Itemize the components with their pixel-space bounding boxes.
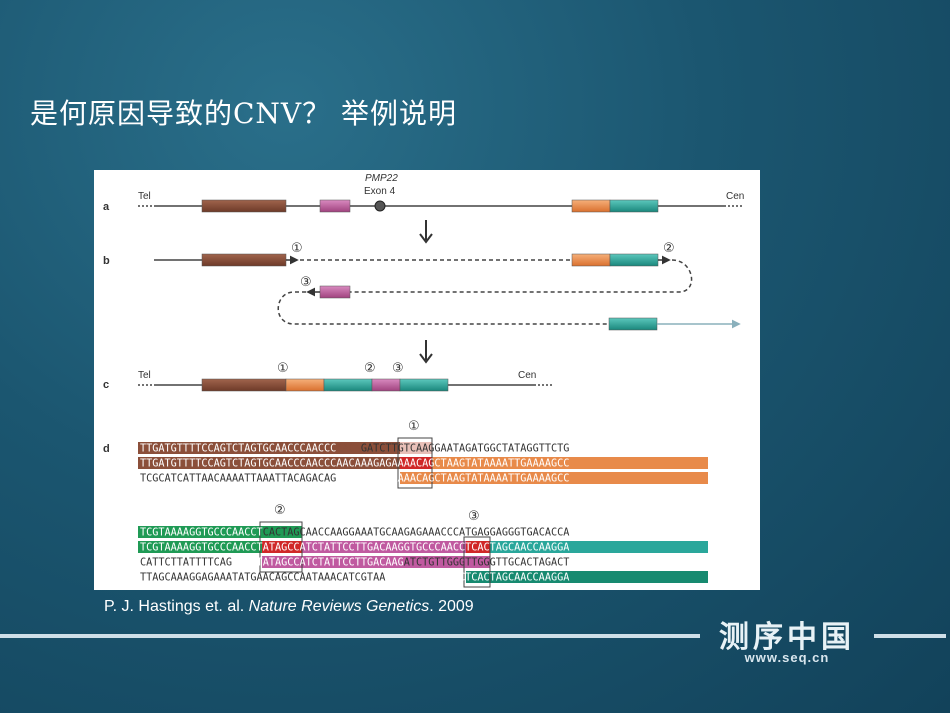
seq-4e: AGAAACCCATGAGGAGGGTGACACCA: [410, 528, 569, 539]
pink-segment-b: [319, 285, 351, 299]
seq-6a: CATTCTTATTTTCAG: [140, 558, 232, 569]
pink-segment-a: [319, 199, 351, 213]
seq-2b: AACA: [336, 459, 361, 470]
orange-segment-c: [285, 378, 325, 392]
seq-5e: GTGCCCAACCTCACTAGCAACCAAGGA: [404, 543, 570, 554]
circled-3-b: ③: [300, 275, 312, 290]
figure: a Tel Cen PMP22 Exon 4 b ① ② ③ c Tel Cen: [94, 170, 760, 590]
cen-label-a: Cen: [726, 191, 744, 202]
slide-title: 是何原因导致的CNV？ 举例说明: [30, 97, 458, 130]
seq-4b: AACCT: [232, 528, 263, 539]
brown-segment-c: [201, 378, 287, 392]
seq-4d: AAG: [392, 528, 410, 539]
seq-3c: AAGAGAAAACAGCTAAGTATAAAATTGAAAAGCC: [361, 474, 570, 485]
seq-7e: GTGCCCAACCTCACTAGCAACCAAGGA: [404, 573, 570, 584]
orange-segment-a: [571, 199, 611, 213]
tel-label-a: Tel: [138, 191, 151, 202]
seq-5b: AACCT: [232, 543, 263, 554]
teal-segment-a: [609, 199, 659, 213]
seq-4a: TCGTAAAAGGTGCCC: [140, 528, 232, 539]
exon-label: Exon 4: [364, 186, 396, 197]
seq-5d: AAG: [385, 543, 403, 554]
seq-4c: CACTAGCAACCAAGGAAATGC: [263, 528, 392, 539]
circled-2-c: ②: [364, 361, 376, 376]
seq-3a: TCGCATCATTAACAAAATTAAATTACAGACAG: [140, 474, 336, 485]
caption-authors: P. J. Hastings et. al.: [104, 598, 249, 615]
seq-5a: TCGTAAAAGGTGCCC: [140, 543, 232, 554]
tel-label-c: Tel: [138, 370, 151, 381]
circled-1-b: ①: [291, 241, 303, 256]
seq-6c: ATAGCCATCTATTCCTTGAC: [263, 558, 386, 569]
footer-line-right: [874, 634, 946, 638]
svg-text:TCGTAAAAGGTGCCCAACCTATAGCCATCT: TCGTAAAAGGTGCCCAACCTATAGCCATCTATTCCTTGAC…: [140, 543, 569, 554]
seq-1a: TTGATGTTTTCCAGTCTAGTGCAACCCAACCC: [140, 444, 336, 455]
panel-label-c: c: [103, 379, 109, 391]
cen-label-c: Cen: [518, 370, 536, 381]
teal-segment-c1: [323, 378, 373, 392]
teal-segment-c2: [399, 378, 449, 392]
circled-1-d: ①: [408, 419, 420, 434]
orange-segment-b: [571, 253, 611, 267]
pink-segment-c: [371, 378, 401, 392]
exon-marker: [374, 200, 386, 212]
caption-journal: Nature Reviews Genetics: [248, 598, 430, 615]
teal-segment-b2: [608, 317, 658, 331]
svg-text:TCGCATCATTAACAAAATTAAATTACAGAC: TCGCATCATTAACAAAATTAAATTACAGACAGAACAAAGA…: [140, 474, 569, 485]
teal-segment-b: [609, 253, 659, 267]
brown-segment-b: [201, 253, 287, 267]
seq-6b: AACCT: [232, 558, 263, 569]
svg-text:TTGATGTTTTCCAGTCTAGTGCAACCCAAC: TTGATGTTTTCCAGTCTAGTGCAACCCAACCCAACAAAGA…: [140, 459, 569, 470]
caption-year: . 2009: [429, 598, 474, 615]
seq-7a: TTAGCAAAGGAGAAATATGAACAGCCAATAAACATCGTAA: [140, 573, 385, 584]
seq-3b: AACA: [336, 474, 361, 485]
figure-caption: P. J. Hastings et. al. Nature Reviews Ge…: [104, 598, 474, 616]
circled-1-c: ①: [277, 361, 289, 376]
svg-text:TTAGCAAAGGAGAAATATGAACAGCCAATA: TTAGCAAAGGAGAAATATGAACAGCCAATAAACATCGTAA…: [140, 573, 569, 584]
circled-2-b: ②: [663, 241, 675, 256]
footer-line-left: [0, 634, 700, 638]
panel-label-b: b: [103, 255, 110, 267]
logo[interactable]: 测序中国 www.seq.cn: [712, 612, 862, 670]
circled-3-d: ③: [468, 509, 480, 524]
brown-segment-a: [201, 199, 287, 213]
seq-5c: ATAGCCATCTATTCCTTGAC: [263, 543, 386, 554]
seq-6d: AAG: [385, 558, 403, 569]
gene-name: PMP22: [365, 173, 398, 184]
seq-1b: AACA: [336, 444, 361, 455]
panel-label-a: a: [103, 201, 110, 213]
circled-3-c: ③: [392, 361, 404, 376]
circled-2-d: ②: [274, 503, 286, 518]
seq-1c: GATCTTGTCAAGGAATAGATGGCTATAGGTTCTG: [361, 444, 570, 455]
logo-url: www.seq.cn: [744, 650, 830, 665]
seq-6e: ATCTGTTGGGTTGGGTTGCACTAGACT: [404, 558, 570, 569]
svg-text:CATTCTTATTTTCAGAACCTATAGCCATCT: CATTCTTATTTTCAGAACCTATAGCCATCTATTCCTTGAC…: [140, 558, 569, 569]
seq-2c: AAGAGAAAACAGCTAAGTATAAAATTGAAAAGCC: [361, 459, 570, 470]
seq-7d: AAG: [385, 573, 403, 584]
svg-text:TTGATGTTTTCCAGTCTAGTGCAACCCAAC: TTGATGTTTTCCAGTCTAGTGCAACCCAACCCAACAGATC…: [140, 444, 569, 455]
svg-text:TCGTAAAAGGTGCCCAACCTCACTAGCAAC: TCGTAAAAGGTGCCCAACCTCACTAGCAACCAAGGAAATG…: [140, 528, 569, 539]
seq-2a: TTGATGTTTTCCAGTCTAGTGCAACCCAACCC: [140, 459, 336, 470]
logo-name: 测序中国: [719, 621, 855, 654]
panel-label-d: d: [103, 443, 110, 455]
